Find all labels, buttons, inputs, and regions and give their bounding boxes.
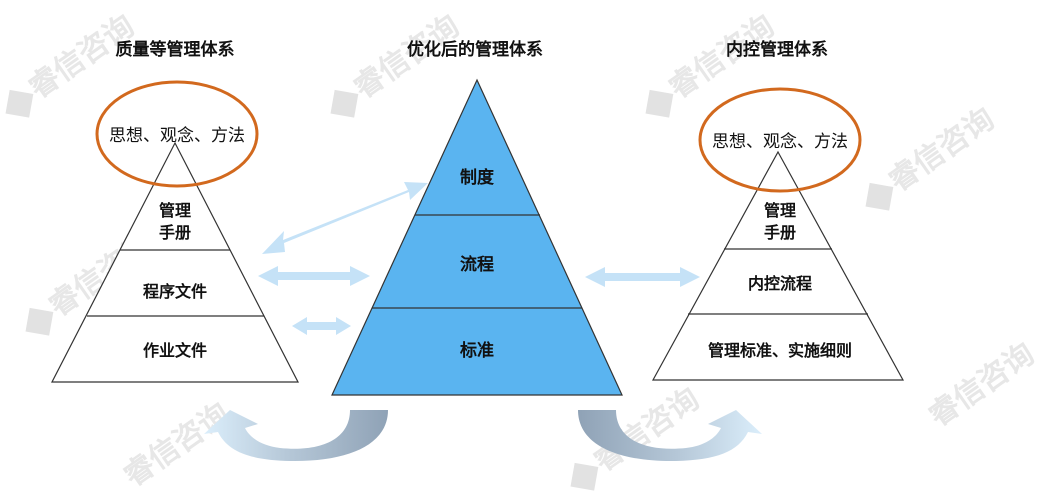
watermark-text: 睿信咨询 bbox=[883, 101, 1001, 198]
watermark-text: 睿信咨询 bbox=[923, 336, 1040, 433]
left-tier1-line1: 管理 bbox=[159, 201, 191, 220]
left-oval-text: 思想、观念、方法 bbox=[109, 125, 245, 146]
curved-arrows bbox=[204, 410, 762, 462]
left-oval bbox=[95, 80, 259, 188]
left-tier3: 作业文件 bbox=[143, 341, 207, 360]
center-tier1: 制度 bbox=[460, 167, 495, 188]
center-tier3: 标准 bbox=[460, 340, 494, 361]
center-title: 优化后的管理体系 bbox=[407, 39, 543, 60]
right-tier1-line2: 手册 bbox=[764, 223, 796, 242]
curved-arrow-left-icon bbox=[204, 410, 388, 462]
watermark-logo-icon bbox=[330, 89, 359, 118]
right-oval bbox=[698, 87, 862, 193]
left-tier2: 程序文件 bbox=[143, 282, 207, 301]
watermark-logo-icon bbox=[570, 462, 599, 491]
watermark-logo-icon bbox=[5, 89, 34, 118]
center-pyramid: 优化后的管理体系 制度 流程 标准 bbox=[331, 39, 623, 396]
double-arrow-icon bbox=[585, 267, 700, 287]
watermark-logo-icon bbox=[865, 182, 894, 211]
right-pyramid-outline bbox=[651, 150, 905, 381]
center-pyramid-shape bbox=[331, 78, 623, 396]
left-pyramid-outline bbox=[51, 141, 299, 383]
right-tier3: 管理标准、实施细则 bbox=[708, 341, 852, 360]
watermark-logo-icon bbox=[25, 307, 54, 336]
right-tier2: 内控流程 bbox=[748, 274, 812, 293]
double-arrow-icon bbox=[262, 182, 428, 254]
left-pyramid: 质量等管理体系 思想、观念、方法 管理 手册 程序文件 作业文件 bbox=[51, 39, 299, 383]
center-tier2: 流程 bbox=[460, 254, 494, 275]
curved-arrow-right-icon bbox=[578, 410, 762, 462]
watermark-text: 睿信咨询 bbox=[118, 396, 236, 493]
right-tier1-line1: 管理 bbox=[764, 201, 796, 220]
double-arrow-icon bbox=[292, 317, 351, 335]
watermark-logo-icon bbox=[645, 89, 674, 118]
double-arrow-icon bbox=[258, 266, 370, 286]
connector-arrows bbox=[258, 182, 700, 335]
left-tier1-line2: 手册 bbox=[159, 223, 191, 242]
right-pyramid: 内控管理体系 思想、观念、方法 管理 手册 内控流程 管理标准、实施细则 bbox=[651, 39, 905, 381]
left-title: 质量等管理体系 bbox=[116, 39, 235, 60]
right-title: 内控管理体系 bbox=[726, 39, 828, 60]
right-oval-text: 思想、观念、方法 bbox=[712, 131, 848, 152]
